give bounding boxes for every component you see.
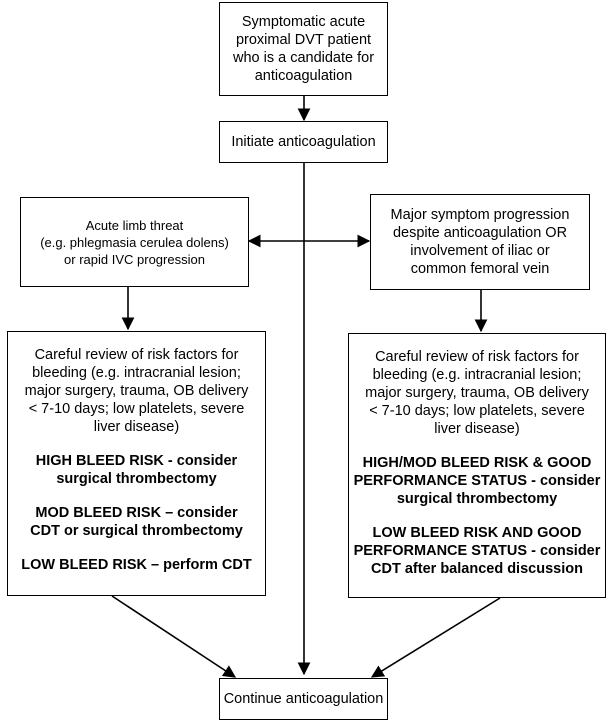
left-risk-review-intro: Careful review of risk factors for bleed… [24, 347, 249, 435]
left-mod-bleed-risk: MOD BLEED RISK – consider CDT or surgica… [30, 505, 243, 539]
initiate-anticoagulation-node: Initiate anticoagulation [219, 121, 388, 163]
left-risk-review-node: Careful review of risk factors for bleed… [7, 331, 266, 596]
left-low-bleed-risk: LOW BLEED RISK – perform CDT [21, 557, 252, 573]
left-high-bleed-risk: HIGH BLEED RISK - consider surgical thro… [35, 453, 238, 487]
continue-anticoagulation-node: Continue anticoagulation [219, 678, 388, 720]
arrow-left-review-to-continue [111, 595, 237, 678]
limb-threat-text: Acute limb threat (e.g. phlegmasia cerul… [40, 217, 229, 267]
right-risk-review-intro: Careful review of risk factors for bleed… [365, 349, 589, 437]
right-low-bleed-risk: LOW BLEED RISK AND GOOD PERFORMANCE STAT… [353, 525, 601, 577]
symptom-progression-node: Major symptom progression despite antico… [370, 194, 590, 290]
symptom-progression-text: Major symptom progression despite antico… [390, 207, 570, 277]
limb-threat-node: Acute limb threat (e.g. phlegmasia cerul… [20, 197, 249, 287]
right-high-mod-bleed-risk: HIGH/MOD BLEED RISK & GOOD PERFORMANCE S… [353, 455, 601, 507]
arrow-right-review-to-continue [370, 597, 501, 678]
right-risk-review-node: Careful review of risk factors for bleed… [348, 333, 606, 598]
start-node: Symptomatic acute proximal DVT patient w… [219, 2, 388, 96]
continue-anticoagulation-text: Continue anticoagulation [223, 691, 384, 707]
start-node-text: Symptomatic acute proximal DVT patient w… [232, 14, 375, 84]
initiate-anticoagulation-text: Initiate anticoagulation [231, 134, 376, 150]
